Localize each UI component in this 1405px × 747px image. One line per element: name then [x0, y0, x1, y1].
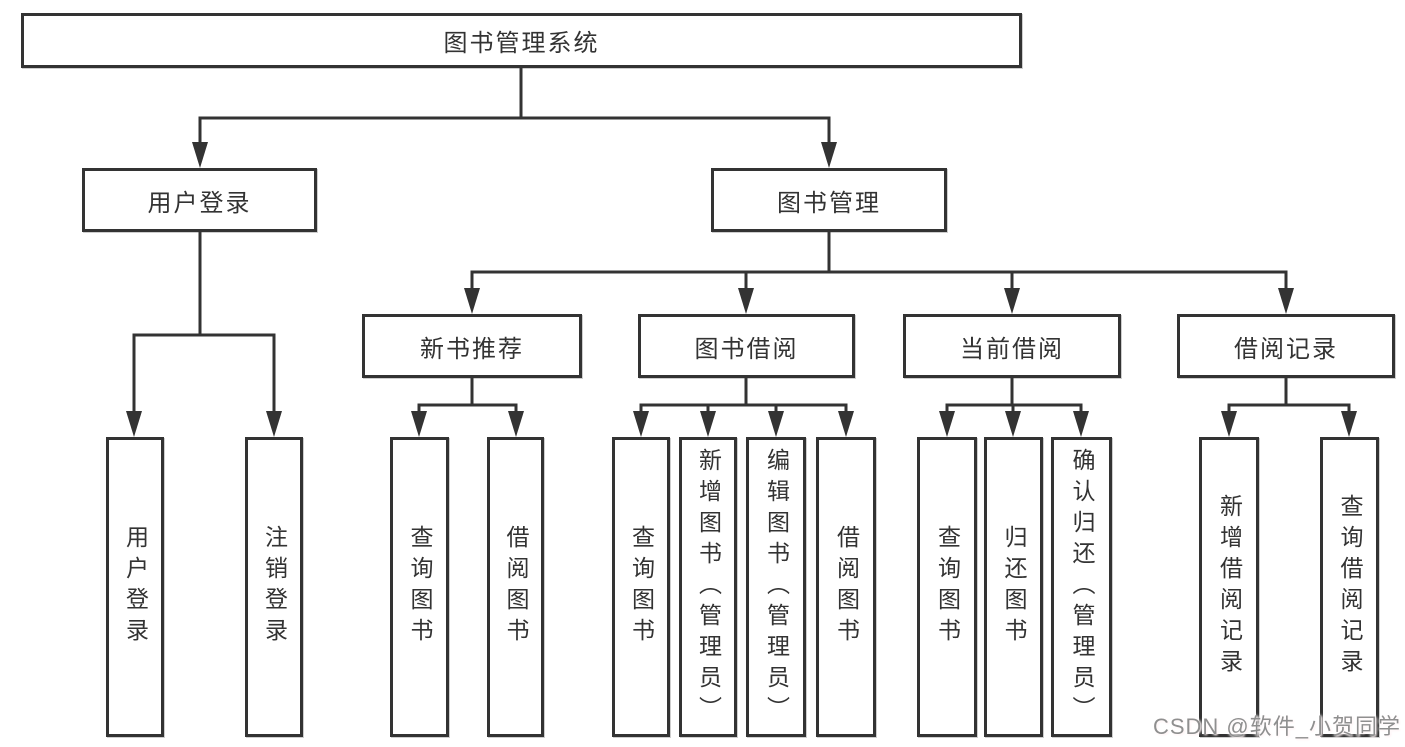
leaf-borrow-borrow-books-label: 借阅图书 [833, 525, 860, 649]
node-user-login-group: 用户登录 [82, 168, 317, 232]
node-new-book-recommend-label: 新书推荐 [420, 335, 524, 363]
leaf-current-query-books-label: 查询图书 [934, 525, 961, 649]
leaf-newbooks-borrow-books-label: 借阅图书 [503, 525, 529, 649]
leaf-logout-label: 注销登录 [261, 525, 288, 649]
node-borrow-records-label: 借阅记录 [1234, 335, 1338, 363]
arrowhead-icons [126, 142, 1357, 437]
leaf-newbooks-query-books: 查询图书 [390, 437, 449, 737]
leaf-borrow-borrow-books: 借阅图书 [816, 437, 876, 737]
leaf-borrow-edit-books-admin-label: 编辑图书（管理员） [763, 447, 790, 727]
leaf-records-query-record-label: 查询借阅记录 [1337, 494, 1363, 680]
node-book-borrow-label: 图书借阅 [694, 335, 799, 363]
leaf-current-return-books: 归还图书 [984, 437, 1043, 737]
leaf-user-login-label: 用户登录 [122, 525, 149, 649]
leaf-records-add-record: 新增借阅记录 [1199, 437, 1259, 737]
node-user-login-group-label: 用户登录 [147, 189, 252, 217]
node-current-borrow-label: 当前借阅 [960, 335, 1064, 363]
leaf-newbooks-query-books-label: 查询图书 [407, 525, 433, 649]
leaf-records-query-record: 查询借阅记录 [1320, 437, 1379, 737]
leaf-current-confirm-return-admin-label: 确认归还（管理员） [1069, 447, 1095, 727]
leaf-current-query-books: 查询图书 [917, 437, 977, 737]
node-root-label: 图书管理系统 [443, 30, 600, 57]
node-book-management-group-label: 图书管理 [777, 189, 881, 217]
leaf-records-add-record-label: 新增借阅记录 [1216, 494, 1243, 680]
leaf-user-login: 用户登录 [106, 437, 164, 737]
leaf-borrow-edit-books-admin: 编辑图书（管理员） [746, 437, 806, 737]
node-new-book-recommend: 新书推荐 [362, 314, 582, 378]
leaf-current-confirm-return-admin: 确认归还（管理员） [1051, 437, 1112, 737]
node-current-borrow: 当前借阅 [903, 314, 1121, 378]
leaf-borrow-query-books: 查询图书 [612, 437, 670, 737]
node-root: 图书管理系统 [21, 13, 1022, 68]
node-borrow-records: 借阅记录 [1177, 314, 1395, 378]
leaf-logout: 注销登录 [245, 437, 303, 737]
csdn-watermark: CSDN @软件_小贺同学 [1152, 714, 1401, 739]
leaf-borrow-query-books-label: 查询图书 [628, 525, 655, 649]
leaf-borrow-add-books-admin: 新增图书（管理员） [679, 437, 737, 737]
leaf-newbooks-borrow-books: 借阅图书 [487, 437, 544, 737]
node-book-borrow: 图书借阅 [638, 314, 855, 378]
leaf-current-return-books-label: 归还图书 [1001, 525, 1027, 649]
node-book-management-group: 图书管理 [711, 168, 947, 232]
leaf-borrow-add-books-admin-label: 新增图书（管理员） [695, 447, 722, 727]
